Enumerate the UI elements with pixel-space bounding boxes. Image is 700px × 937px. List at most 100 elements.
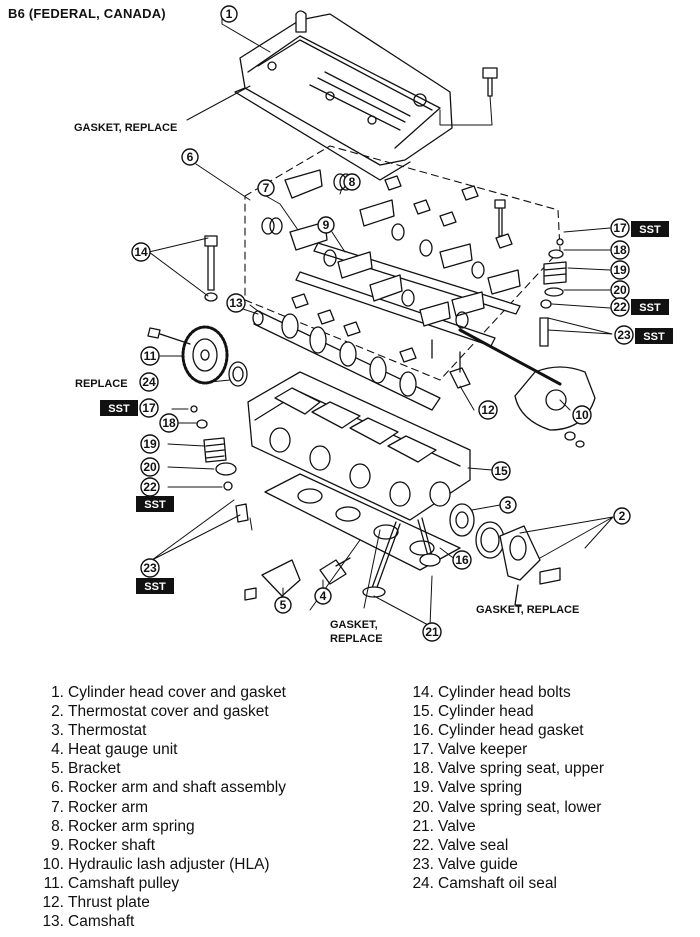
legend-item: 7.Rocker arm [51,798,149,816]
callout-11: 11 [140,346,160,366]
rocker-shafts [295,242,521,347]
valve-components-right [539,238,567,347]
sst-badge-23-right: SST [635,328,673,344]
callout-5: 5 [274,596,292,614]
svg-text:5: 5 [280,598,287,612]
svg-text:6: 6 [187,150,194,164]
legend-item: 15.Cylinder head [412,703,534,721]
legend-item: 9.Rocker shaft [51,836,156,854]
cylinder-head-gasket [264,473,461,571]
cover-bolt [439,67,498,126]
legend-item: 19.Valve spring [412,779,523,797]
svg-text:20: 20 [613,283,627,297]
svg-text:18: 18 [162,416,176,430]
svg-text:19: 19 [143,437,157,451]
svg-text:14: 14 [134,245,148,259]
svg-text:SST: SST [144,499,166,511]
thrust-plate [449,367,471,389]
legend-item: 4.Heat gauge unit [51,741,178,759]
svg-text:SST: SST [639,302,661,314]
replace-label-bottom: REPLACE [330,633,383,645]
callout-8: 8 [343,173,361,191]
svg-text:2: 2 [619,509,626,523]
callout-7: 7 [257,179,275,197]
svg-text:22: 22 [143,480,157,494]
svg-text:10: 10 [575,408,589,422]
bracket [244,559,301,601]
svg-text:13: 13 [229,296,243,310]
legend-item: 10.Hydraulic lash adjuster (HLA) [42,855,270,873]
legend-item: 13.Camshaft [42,913,135,931]
svg-text:SST: SST [144,581,166,593]
sst-badge-23-left: SST [136,578,174,594]
svg-text:21: 21 [425,625,439,639]
svg-text:7: 7 [263,181,270,195]
svg-text:17: 17 [142,401,156,415]
legend-item: 22.Valve seal [412,836,509,854]
gasket-replace-label-top: GASKET, REPLACE [74,122,177,134]
rocker-arms [284,169,521,327]
callout-20-right: 20 [610,280,630,300]
svg-text:8: 8 [349,175,356,189]
callout-3: 3 [499,496,517,514]
callout-20-left: 20 [140,457,160,477]
callout-23-left: 23 [140,558,160,578]
gasket-replace-label-right: GASKET, REPLACE [476,604,579,616]
shaft-retainers [291,175,513,363]
callout-13: 13 [226,293,246,313]
sst-badge-17-left: SST [100,400,138,416]
svg-text:4: 4 [320,589,327,603]
callout-4: 4 [314,587,332,605]
callout-12: 12 [478,400,498,420]
svg-text:17: 17 [613,221,627,235]
legend-item: 5.Bracket [51,760,121,778]
callout-1: 1 [220,5,238,23]
rocker-springs [261,173,485,329]
heat-gauge-unit [319,557,351,585]
svg-text:18: 18 [613,243,627,257]
cylinder-head [247,371,471,521]
callout-2: 2 [613,507,631,525]
svg-text:11: 11 [144,349,157,363]
svg-text:1: 1 [226,7,233,21]
svg-text:SST: SST [643,331,665,343]
sst-badge-22-right: SST [631,299,669,315]
callout-15: 15 [491,461,511,481]
legend-item: 20.Valve spring seat, lower [412,798,602,816]
parts-legend-right: 14.Cylinder head bolts 15.Cylinder head … [394,683,694,893]
callout-9: 9 [317,216,335,234]
camshaft-pulley [181,325,229,385]
legend-item: 21.Valve [412,817,476,835]
svg-text:SST: SST [108,403,130,415]
exploded-view-diagram: GASKET, REPLACE REPLACE GASKET, REPLACE … [74,5,673,645]
hla-detail [458,328,596,448]
callout-18-right: 18 [610,240,630,260]
legend-item: 23.Valve guide [412,855,518,873]
thermostat-cover [499,525,561,606]
valves [362,517,441,598]
cylinder-head-bolt [204,235,218,302]
svg-text:12: 12 [481,403,495,417]
svg-text:23: 23 [617,328,631,342]
svg-text:24: 24 [142,375,156,389]
callout-24: 24 [139,372,159,392]
svg-text:19: 19 [613,263,627,277]
callout-23-right: 23 [614,325,634,345]
sst-badge-22-left: SST [136,496,174,512]
svg-text:9: 9 [323,218,330,232]
callout-21: 21 [422,622,442,642]
parts-legend-left: 1.Cylinder head cover and gasket 2.Therm… [30,683,390,931]
legend-item: 3.Thermostat [51,722,147,740]
legend-item: 11.Camshaft pulley [43,874,180,892]
replace-label: REPLACE [75,378,128,390]
svg-text:20: 20 [143,460,157,474]
callout-19-left: 19 [140,434,160,454]
valve-components-left [190,405,249,523]
callout-16: 16 [452,550,472,570]
svg-text:22: 22 [613,300,627,314]
legend-item: 24.Camshaft oil seal [412,874,557,892]
diagram-title: B6 (FEDERAL, CANADA) [8,6,166,21]
legend-item: 8.Rocker arm spring [51,817,195,835]
callout-22-left: 22 [140,477,160,497]
callout-18-left: 18 [159,413,179,433]
